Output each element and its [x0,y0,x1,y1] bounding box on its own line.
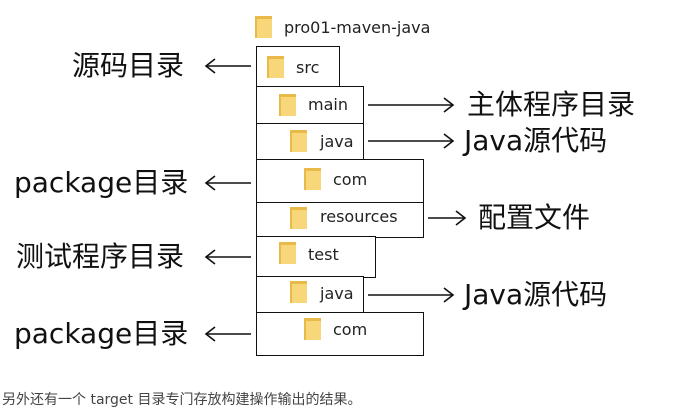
main-java-folder-name: java [320,132,354,151]
main-folder-box[interactable] [256,86,364,125]
root-folder-icon [255,16,272,38]
test-com-annotation: package目录 [14,317,189,350]
footnote-text: 另外还有一个 target 目录专门存放构建操作输出的结果。 [2,392,362,408]
test-java-annotation: Java源代码 [464,278,608,311]
test-com-folder-box[interactable] [256,312,424,356]
main-com-folder-name: com [333,170,368,189]
main-arrow-icon [368,97,455,113]
test-com-folder-name: com [333,320,368,339]
resources-annotation: 配置文件 [478,201,591,234]
test-java-folder-icon [290,281,307,303]
main-java-arrow-icon [368,133,455,149]
main-folder-icon [279,94,296,116]
root-folder-name: pro01-maven-java [284,18,431,37]
test-com-arrow-icon [204,326,251,342]
resources-folder-icon [290,207,307,229]
test-java-folder-name: java [320,284,354,303]
main-com-annotation: package目录 [14,166,189,199]
test-com-folder-icon [304,318,321,340]
resources-folder-name: resources [320,207,398,226]
main-com-folder-icon [304,168,321,190]
test-arrow-icon [204,249,251,265]
test-folder-box[interactable] [256,236,376,278]
main-java-annotation: Java源代码 [464,124,608,157]
main-java-folder-icon [290,130,307,152]
src-arrow-icon [204,58,251,74]
test-folder-name: test [308,245,339,264]
main-annotation: 主体程序目录 [467,88,636,121]
main-com-folder-box[interactable] [256,159,424,204]
resources-arrow-icon [428,210,467,226]
main-com-arrow-icon [204,175,251,191]
src-folder-name: src [296,58,320,77]
main-folder-name: main [308,95,348,114]
src-annotation: 源码目录 [72,49,185,82]
test-java-arrow-icon [368,287,455,303]
test-java-folder-box[interactable] [256,276,364,314]
src-folder-icon [267,56,284,78]
test-annotation: 测试程序目录 [16,240,185,273]
test-folder-icon [279,242,296,264]
